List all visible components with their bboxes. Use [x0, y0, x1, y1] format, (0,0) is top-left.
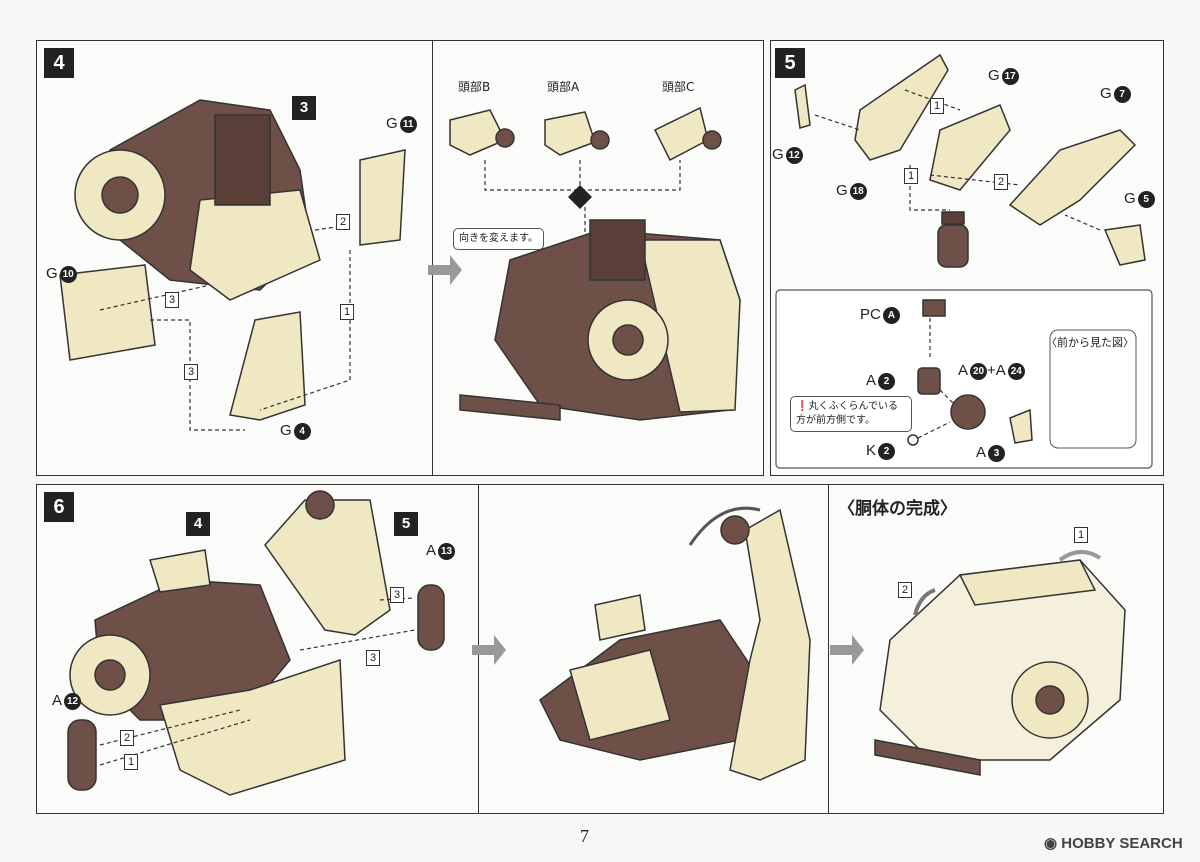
step4-torso-right [459, 219, 741, 421]
rotation-arrow-3 [913, 588, 936, 616]
page-number: 7 [580, 826, 589, 846]
front-view-box [1049, 329, 1137, 449]
step-6-badge: 6 [44, 492, 74, 522]
step4-torso [59, 99, 406, 421]
order-1-step5a: 1 [930, 96, 945, 114]
order-1-completed: 1 [1074, 525, 1089, 543]
hobby-search-logo: ◉ HOBBY SEARCH [1044, 835, 1183, 852]
order-2-step5: 2 [994, 172, 1009, 190]
ref-step-5-badge: 5 [394, 512, 418, 536]
step5-detail-guides [917, 318, 956, 439]
step-5-badge: 5 [775, 48, 805, 78]
step6-middle [539, 508, 811, 781]
step5-parts [794, 53, 1146, 268]
completed-torso [874, 559, 1126, 776]
order-3a-step4: 3 [165, 290, 180, 308]
panel-step4-divider [432, 40, 433, 476]
step6-torso [67, 490, 445, 796]
order-3b-step6: 3 [366, 648, 381, 666]
order-2-step6: 2 [120, 728, 135, 746]
head-parts [449, 106, 722, 162]
head-a-label: 頭部A [547, 80, 580, 94]
round-side-note: ❗丸くふくらんでいる方が前方側です。 [790, 396, 912, 432]
turn-note: 向きを変えます。 [453, 228, 544, 250]
order-3b-step4: 3 [184, 362, 199, 380]
rotation-arrow-1 [688, 506, 761, 546]
order-2-completed: 2 [898, 580, 913, 598]
order-2-step4: 2 [336, 212, 351, 230]
ref-step-3-badge: 3 [292, 96, 316, 120]
order-1-step5b: 1 [904, 166, 919, 184]
logo-icon: ◉ [1044, 835, 1058, 852]
head-b-label: 頭部B [458, 80, 491, 94]
step6-flow-arrow-1 [472, 635, 506, 665]
head-swap-icon [568, 185, 592, 209]
rotation-arrow-2 [1058, 550, 1102, 562]
step-4-badge: 4 [44, 48, 74, 78]
panel-step6-divider2 [828, 484, 829, 814]
step6-flow-arrow-2 [830, 635, 864, 665]
step4-flow-arrow [428, 255, 462, 285]
front-view-label: 〈前から見た図〉 [1046, 336, 1134, 349]
order-3a-step6: 3 [390, 585, 405, 603]
order-1-step4: 1 [340, 302, 355, 320]
ref-step-4-badge: 4 [186, 512, 210, 536]
torso-complete-title: 〈胴体の完成〉 [838, 499, 957, 519]
head-c-label: 頭部C [662, 80, 695, 94]
warning-icon: ❗ [796, 401, 809, 412]
order-1-step6: 1 [124, 752, 139, 770]
